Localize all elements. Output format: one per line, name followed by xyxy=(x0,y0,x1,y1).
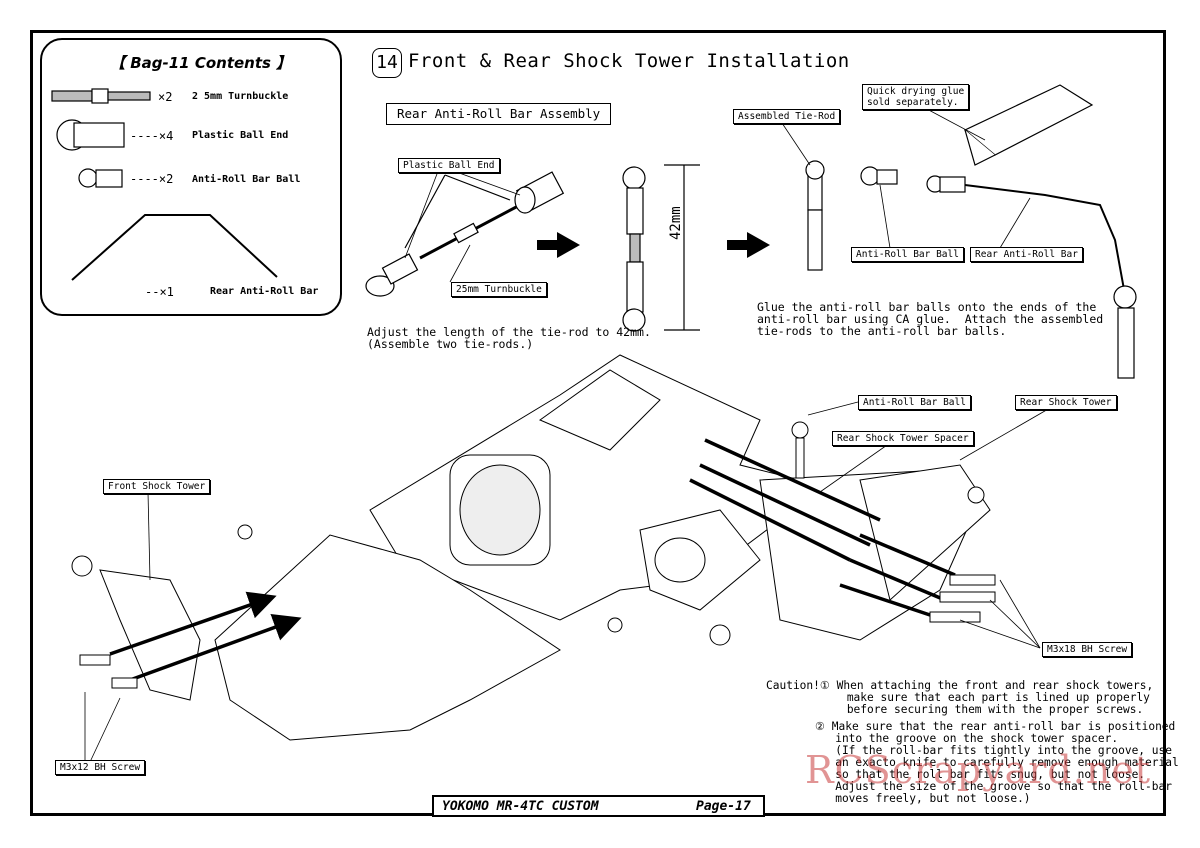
flow-arrow-2 xyxy=(727,232,770,258)
anti-roll-bar-ball-part-icon xyxy=(78,168,123,188)
flow-arrow-1 xyxy=(537,232,580,258)
rear-anti-roll-bar-part-icon xyxy=(71,214,278,281)
label-m3x18-screw: M3x18 BH Screw xyxy=(1042,642,1133,657)
step-number: 14 xyxy=(372,48,402,78)
note-glue-instructions: Glue the anti-roll bar balls onto the en… xyxy=(757,300,1104,338)
plastic-ball-end-part-icon xyxy=(56,119,125,151)
ball-end-name: Plastic Ball End xyxy=(192,130,289,141)
note-adjust-tie-rod: Adjust the length of the tie-rod to 42mm… xyxy=(367,325,651,351)
turnbuckle-name: 2 5mm Turnbuckle xyxy=(192,91,289,102)
label-m3x12-screw: M3x12 BH Screw xyxy=(55,760,146,775)
dimension-42mm: 42mm xyxy=(668,206,684,240)
bag-contents-box xyxy=(40,38,342,316)
footer: YOKOMO MR-4TC CUSTOM Page-17 xyxy=(432,795,765,817)
tie-rod-and-roll-bar xyxy=(805,160,1137,379)
label-assembled-tie-rod: Assembled Tie-Rod xyxy=(733,109,841,124)
screw-arrows xyxy=(109,438,956,682)
caution-one: Caution!① When attaching the front and r… xyxy=(766,679,1154,716)
screws xyxy=(79,574,996,689)
turnbuckle-qty: ×2 xyxy=(158,90,173,104)
bag-title: 【 Bag-11 Contents 】 xyxy=(110,54,292,72)
label-anti-roll-bar-ball-main: Anti-Roll Bar Ball xyxy=(858,395,971,410)
anti-roll-ball-name: Anti-Roll Bar Ball xyxy=(192,174,301,185)
footer-page: Page-17 xyxy=(696,799,751,814)
label-anti-roll-bar-ball: Anti-Roll Bar Ball xyxy=(851,247,964,262)
turnbuckle-part-icon xyxy=(51,88,151,104)
label-turnbuckle: 25mm Turnbuckle xyxy=(451,282,547,297)
tie-rod-exploded xyxy=(365,171,565,297)
label-plastic-ball-end: Plastic Ball End xyxy=(398,158,500,173)
roll-bar-name: Rear Anti-Roll Bar xyxy=(210,286,319,297)
label-glue: Quick drying glue sold separately. xyxy=(862,84,970,110)
caution-two: ② Make sure that the rear anti-roll bar … xyxy=(815,720,1179,805)
label-front-shock-tower: Front Shock Tower xyxy=(103,479,211,494)
glue-bottle xyxy=(963,84,1094,166)
assembled-tie-rod-vertical xyxy=(622,164,700,332)
label-rear-anti-roll-bar: Rear Anti-Roll Bar xyxy=(970,247,1083,262)
chassis-drawing xyxy=(71,354,991,741)
watermark: RCScrapyard.net xyxy=(805,748,1152,792)
footer-title: YOKOMO MR-4TC CUSTOM xyxy=(442,799,599,814)
label-rear-shock-tower-spacer: Rear Shock Tower Spacer xyxy=(832,431,974,446)
roll-bar-qty: --×1 xyxy=(145,285,174,299)
anti-roll-ball-qty: ----×2 xyxy=(130,172,174,186)
label-rear-shock-tower: Rear Shock Tower xyxy=(1015,395,1117,410)
step-title: Front & Rear Shock Tower Installation xyxy=(408,50,850,72)
ball-end-qty: ----×4 xyxy=(130,129,174,143)
sub-assembly-banner: Rear Anti-Roll Bar Assembly xyxy=(386,103,612,125)
